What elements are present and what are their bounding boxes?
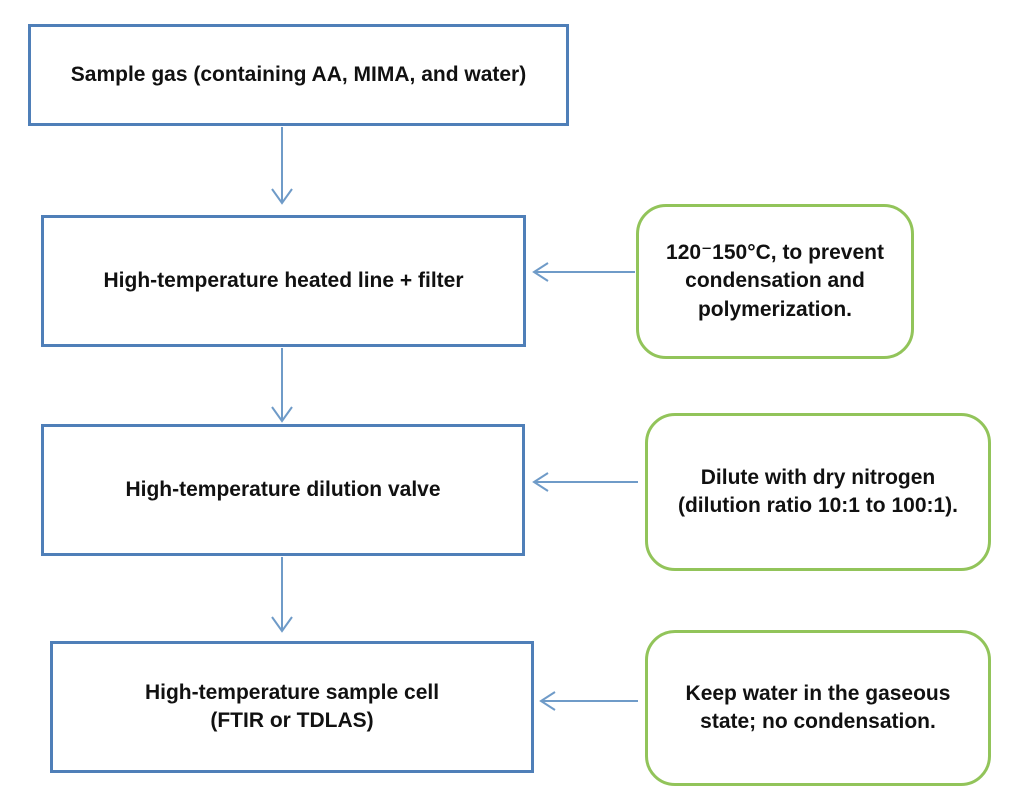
arrow-dilution-valve-to-sample-cell xyxy=(271,557,293,633)
note-sample-cell-gaseous-water: Keep water in the gaseous state; no cond… xyxy=(645,630,991,786)
step-sample-cell-text-line-2: (FTIR or TDLAS) xyxy=(210,709,374,732)
arrow-note-to-sample-cell xyxy=(539,691,638,711)
step-heated-line-text: High-temperature heated line + filter xyxy=(103,268,464,292)
step-sample-gas: Sample gas (containing AA, MIMA, and wat… xyxy=(28,24,569,126)
note-sample-cell-line-1: Keep water in the gaseous xyxy=(685,681,951,705)
note-dilution-line-2: (dilution ratio 10:1 to 100:1). xyxy=(677,494,959,517)
arrow-heated-line-to-dilution-valve xyxy=(271,348,293,423)
note-heated-line-line-1: 120⁻150°C, to prevent xyxy=(666,240,884,264)
note-heated-line-temperature: 120⁻150°C, to prevent condensation and p… xyxy=(636,204,914,359)
note-sample-cell-line-2: state; no condensation. xyxy=(700,710,936,733)
note-heated-line-line-3: polymerization. xyxy=(697,297,853,321)
note-dilution-nitrogen: Dilute with dry nitrogen (dilution ratio… xyxy=(645,413,991,571)
step-dilution-valve-text: High-temperature dilution valve xyxy=(125,477,441,501)
arrow-note-to-heated-line xyxy=(532,262,635,282)
note-dilution-line-1: Dilute with dry nitrogen xyxy=(700,465,936,489)
step-dilution-valve: High-temperature dilution valve xyxy=(41,424,525,556)
arrow-note-to-dilution-valve xyxy=(532,472,638,492)
arrow-sample-to-heated-line xyxy=(271,127,293,205)
note-heated-line-line-2: condensation and xyxy=(685,269,865,293)
step-sample-cell: High-temperature sample cell (FTIR or TD… xyxy=(50,641,534,773)
step-heated-line-filter: High-temperature heated line + filter xyxy=(41,215,526,347)
step-sample-cell-text-line-1: High-temperature sample cell xyxy=(144,680,440,704)
step-sample-gas-text: Sample gas (containing AA, MIMA, and wat… xyxy=(70,62,527,86)
